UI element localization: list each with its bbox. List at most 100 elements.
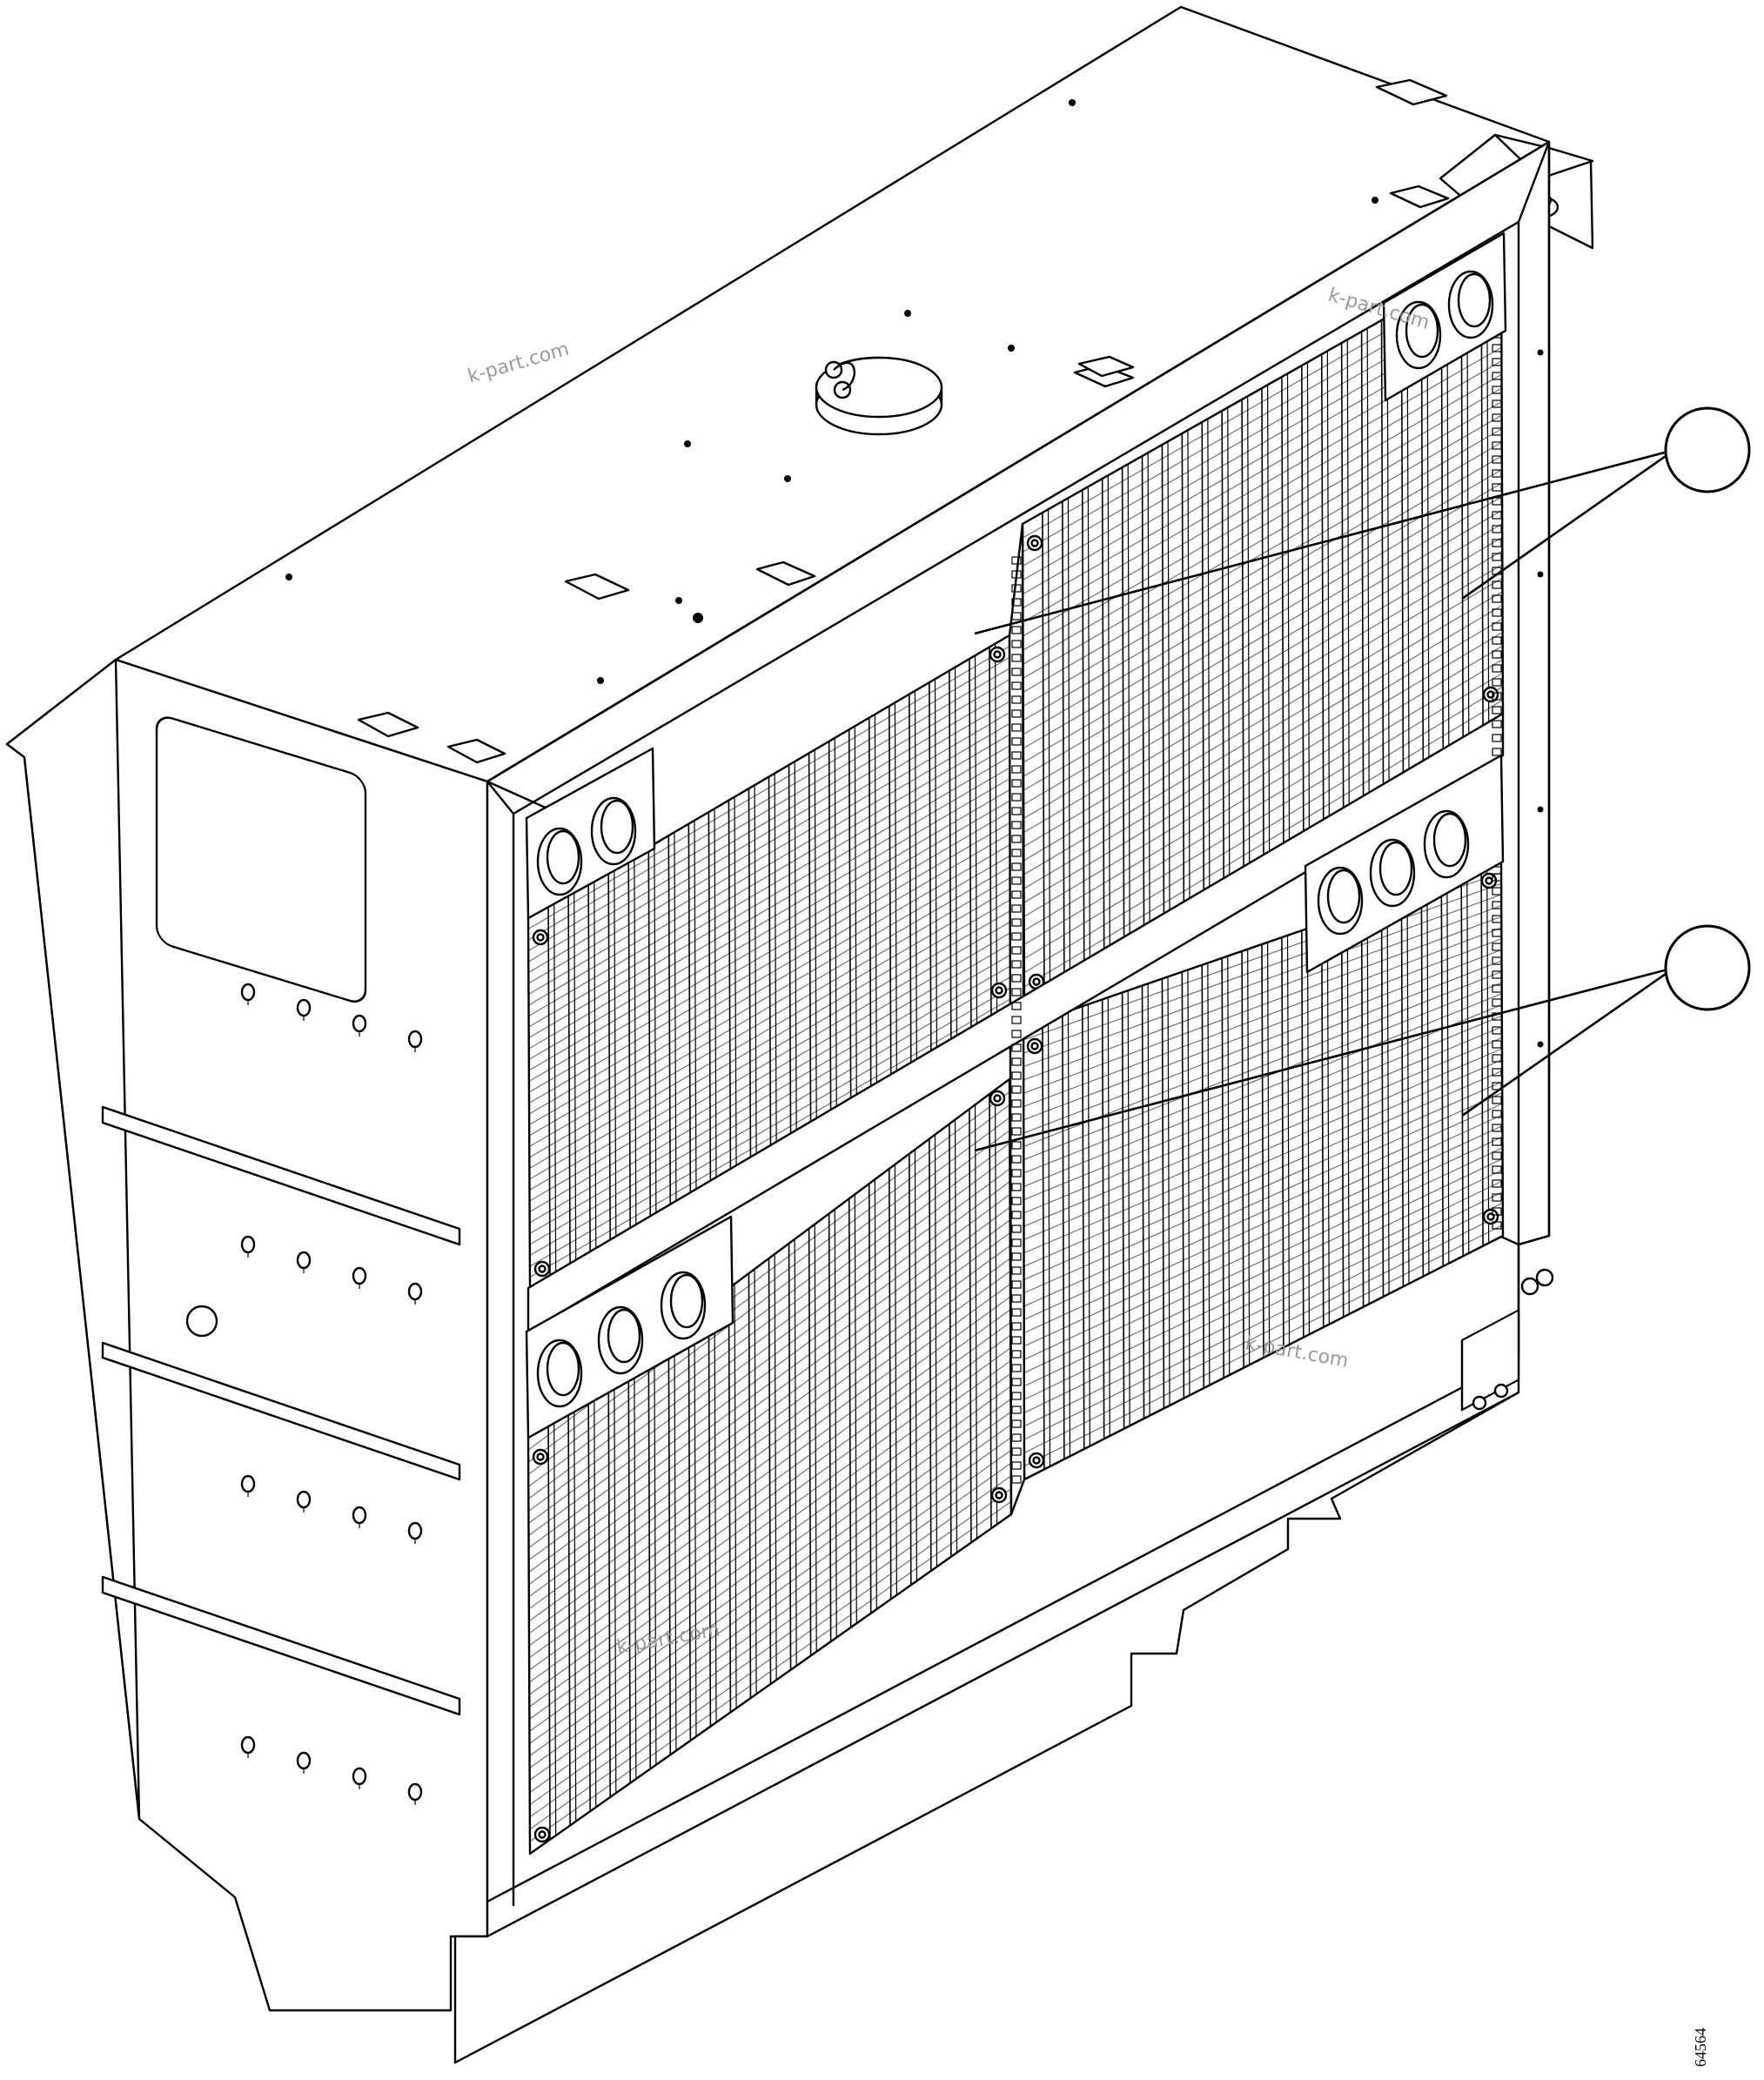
core-tube-row — [1023, 1026, 1503, 1227]
side-tab — [1492, 483, 1502, 492]
core-tube-row — [529, 888, 1011, 1170]
side-tab — [1492, 441, 1502, 450]
divider-tab — [1011, 849, 1022, 857]
core-tube-row — [1023, 927, 1502, 1108]
divider-tab — [1011, 1336, 1022, 1345]
divider-tab — [1011, 626, 1022, 634]
core-tube-row — [1023, 982, 1502, 1174]
core-tube-row — [529, 1399, 1011, 1744]
core-tube-row — [1023, 699, 1504, 988]
core-tube-row — [1023, 905, 1502, 1081]
side-tab — [1492, 1124, 1502, 1132]
core-tube-row — [529, 943, 1011, 1224]
divider-tab — [1011, 988, 1022, 996]
bolt-icon — [352, 1506, 367, 1525]
side-tab — [1492, 358, 1502, 366]
divider-tab — [1011, 1169, 1022, 1178]
side-tab — [1492, 469, 1502, 478]
core-tube-row — [527, 656, 1010, 941]
left-side-shroud — [5, 658, 489, 2012]
divider-tab — [1011, 1099, 1022, 1108]
core-tube-row — [528, 833, 1011, 1115]
divider-tab — [1011, 1030, 1022, 1038]
divider-tab — [1011, 862, 1022, 871]
core-tube-row — [1023, 672, 1504, 960]
divider-tab — [1011, 737, 1022, 746]
mount-bolt-center — [536, 1453, 545, 1461]
divider-tab — [1011, 1378, 1022, 1386]
tube-end-clusters — [525, 231, 1507, 1439]
side-tab — [1492, 1110, 1502, 1118]
callout-lower — [974, 924, 1751, 1152]
callout-circle-upper — [1664, 406, 1751, 493]
divider-tab — [1011, 668, 1022, 676]
core-tube-row — [1023, 1136, 1503, 1360]
core-tube-row — [1022, 894, 1502, 1068]
divider-tab — [1011, 556, 1022, 565]
core-tube-row — [1023, 550, 1503, 834]
divider-tab — [1011, 1183, 1022, 1191]
side-tab — [1492, 1151, 1502, 1160]
core-tube-row — [528, 722, 1010, 1006]
side-tab — [1492, 386, 1502, 394]
core-tube-row — [528, 701, 1010, 984]
side-tab — [1492, 455, 1502, 464]
side-tab — [1492, 1026, 1502, 1035]
bolt-icon — [240, 983, 256, 1002]
side-tab — [1492, 970, 1502, 979]
side-tab — [1492, 650, 1502, 659]
side-tab — [1492, 929, 1502, 937]
core-tube-row — [528, 822, 1011, 1104]
core-upper-left — [527, 634, 1013, 1290]
core-tube-row — [528, 1219, 1011, 1573]
core-tube-row — [1023, 1003, 1502, 1201]
core-lower-left — [527, 1077, 1013, 1855]
core-tube-row — [1023, 659, 1504, 946]
core-tube-row — [1023, 1103, 1503, 1321]
divider-tab — [1011, 1447, 1022, 1456]
core-tube-row — [1023, 916, 1502, 1095]
divider-tab — [1011, 1113, 1022, 1122]
core-tube-row — [527, 679, 1010, 963]
core-tube-row — [1022, 882, 1502, 1055]
core-tube-row — [528, 1206, 1010, 1561]
divider-tab — [1011, 821, 1022, 829]
divider-tab — [1011, 1043, 1022, 1052]
core-tube-row — [527, 1104, 1010, 1463]
divider-tab — [1011, 1057, 1022, 1066]
side-tab — [1492, 1221, 1502, 1230]
divider-tab — [1011, 1238, 1022, 1247]
core-tube-row — [529, 1372, 1011, 1720]
core-tube-row — [1023, 1081, 1503, 1294]
divider-tab — [1011, 904, 1022, 913]
bolt-icon — [296, 1751, 312, 1770]
side-tab — [1492, 678, 1502, 687]
mount-bolt-center — [536, 933, 545, 942]
core-tube-row — [528, 1258, 1011, 1610]
divider-tab — [1011, 598, 1022, 607]
divider-tab — [1011, 765, 1022, 774]
divider-tab — [1011, 1252, 1022, 1261]
divider-tab — [1011, 1461, 1022, 1470]
core-tube-row — [1023, 960, 1502, 1148]
core-tube-row — [527, 1155, 1010, 1512]
side-tab — [1492, 608, 1502, 617]
core-upper-right — [1021, 251, 1505, 1003]
bolt-icon — [240, 1735, 256, 1755]
core-tube-row — [529, 909, 1011, 1191]
side-tab — [1492, 580, 1502, 589]
divider-tab — [1011, 723, 1022, 732]
core-tube-row — [527, 1117, 1010, 1475]
core-tube-row — [1023, 937, 1502, 1121]
divider-tab — [1011, 584, 1022, 593]
tube-end-upper-left — [525, 747, 656, 920]
side-tab — [1492, 1193, 1502, 1202]
divider-tab — [1011, 1280, 1022, 1289]
core-tube-row — [1023, 373, 1502, 651]
core-tube-row — [1023, 346, 1502, 623]
side-tab — [1492, 1179, 1502, 1188]
core-tube-row — [1023, 509, 1503, 791]
side-tab — [1492, 873, 1502, 882]
core-tube-row — [528, 1347, 1011, 1695]
mount-bolt-center — [538, 1265, 547, 1273]
